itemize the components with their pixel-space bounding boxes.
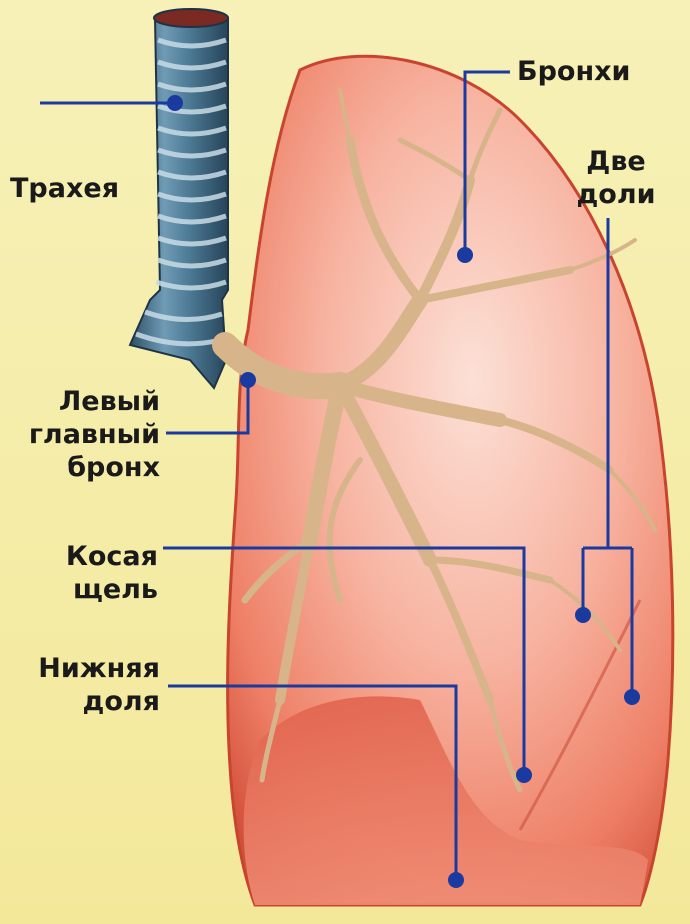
label-lower-lobe: Нижняя доля [10,652,160,718]
label-oblique-fissure-line2: щель [10,573,158,606]
label-oblique-fissure-line1: Косая [10,540,158,573]
label-trachea-text: Трахея [10,172,119,205]
label-bronchi: Бронхи [517,55,630,88]
dot-bronchi [457,247,473,263]
dot-trachea [167,95,183,111]
label-oblique-fissure: Косая щель [10,540,158,606]
label-two-lobes: Две доли [560,145,672,211]
label-two-lobes-line2: доли [560,178,672,211]
label-left-main-bronchus: Левый главный бронх [10,385,160,484]
label-left-main-bronchus-line1: Левый [10,385,160,418]
label-left-main-bronchus-line3: бронх [10,451,160,484]
label-bronchi-text: Бронхи [517,55,630,88]
label-two-lobes-line1: Две [560,145,672,178]
label-lower-lobe-line1: Нижняя [10,652,160,685]
label-trachea: Трахея [10,172,119,205]
label-lower-lobe-line2: доля [10,685,160,718]
dot-lower-lobe [448,872,464,888]
dot-lower-lobe-right [624,689,640,705]
label-left-main-bronchus-line2: главный [10,418,160,451]
dot-upper-lobe [575,607,591,623]
dot-oblique-fissure [516,767,532,783]
dot-left-main-bronchus [240,372,256,388]
